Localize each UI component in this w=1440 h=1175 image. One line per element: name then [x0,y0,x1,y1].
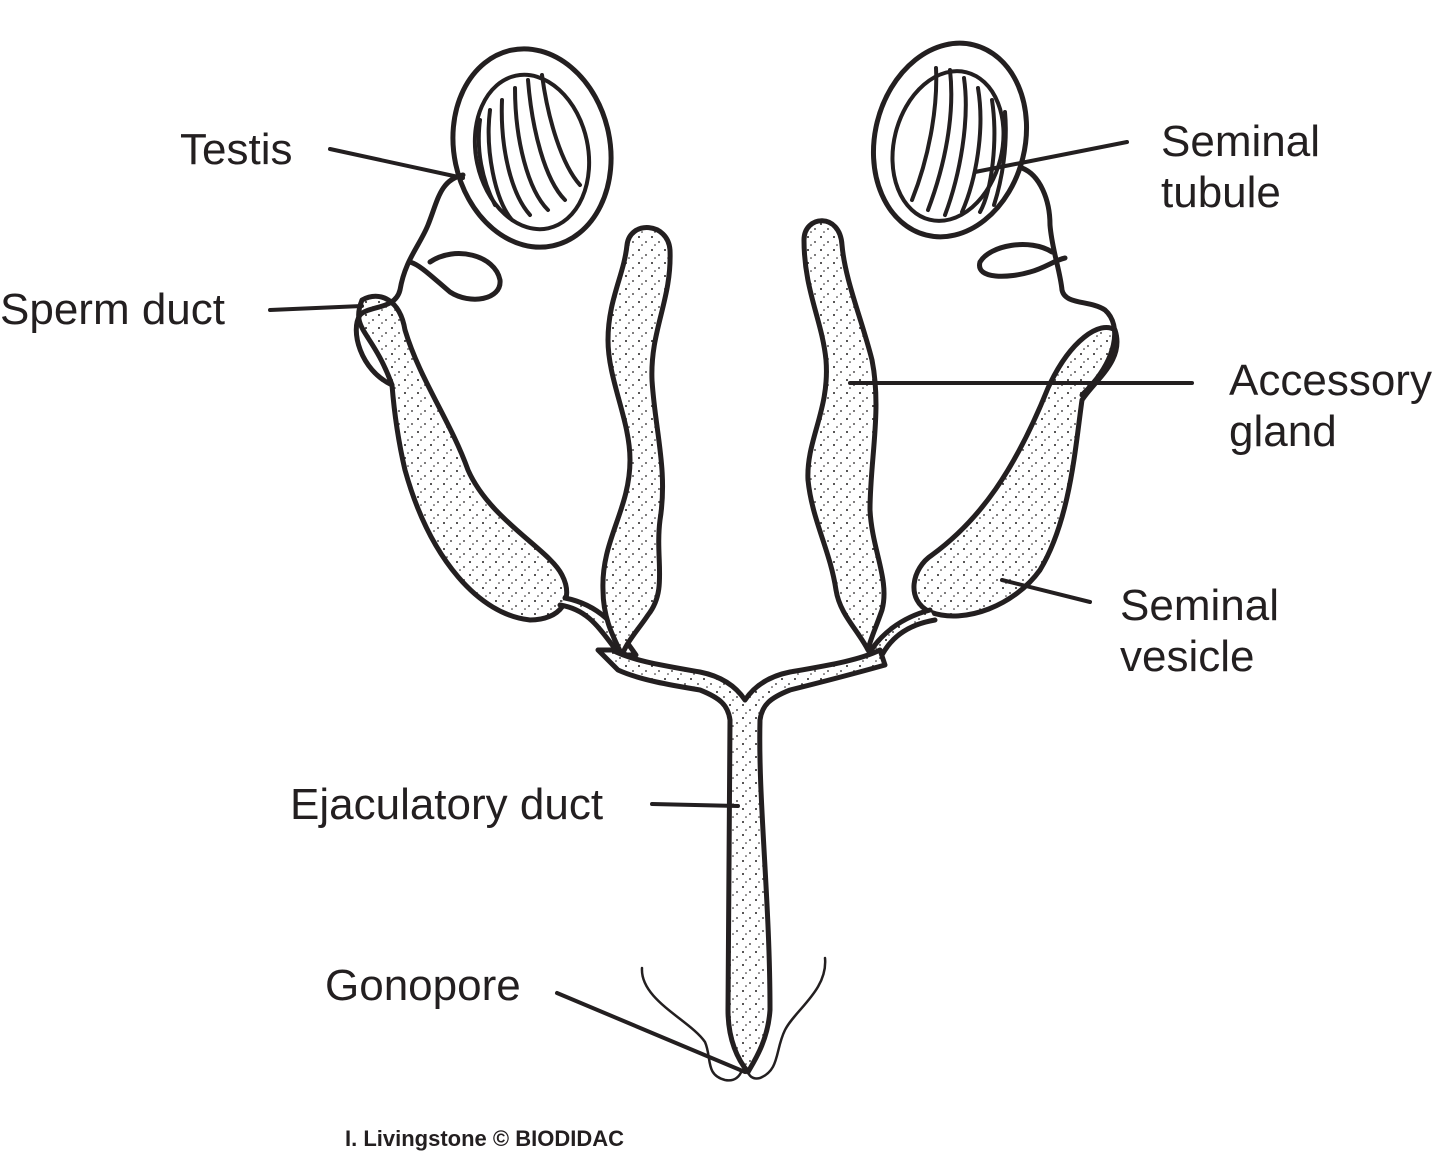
label-seminal-vesicle-line-1: Seminal [1120,581,1279,630]
sperm-duct-right-loop [977,242,1068,279]
sperm-duct-left-loop [407,251,503,302]
label-testis: Testis [180,125,293,174]
label-seminal-vesicle-line-2: vesicle [1120,632,1255,681]
label-seminal-vesicle: Seminal vesicle [1120,580,1279,682]
accessory-gland-right [801,218,887,653]
label-accessory-gland: Accessory gland [1229,355,1432,457]
sperm-duct-left [353,172,466,388]
testis-left-inner [472,72,592,232]
seminal-tubules-left [476,73,582,222]
accessory-gland-left [600,225,673,658]
label-seminal-tubule-line-2: tubule [1161,168,1281,217]
gonopore-lip-right [746,956,827,1080]
sperm-duct-right [1019,165,1118,398]
leader-ejaculatory-duct [650,802,740,808]
seminal-vesicle-left [356,293,570,623]
credit-line: I. Livingstone © BIODIDAC [345,1126,624,1151]
label-ejaculatory-duct: Ejaculatory duct [290,780,604,829]
testis-right-inner [890,69,1006,223]
leader-gonopore [555,991,747,1074]
label-seminal-tubule: Seminal tubule [1161,116,1320,218]
ejaculatory-duct [595,647,888,1075]
seminal-tubules-right [910,66,1008,217]
label-accessory-gland-line-1: Accessory [1229,356,1432,405]
leader-seminal-vesicle [1000,578,1092,604]
leader-testis [328,147,465,180]
leader-seminal-tubule [973,140,1129,174]
leader-sperm-duct [268,304,364,312]
seminal-vesicle-right [911,325,1120,619]
label-gonopore: Gonopore [325,961,521,1010]
label-accessory-gland-line-2: gland [1229,407,1337,456]
label-sperm-duct: Sperm duct [0,285,225,334]
label-seminal-tubule-line-1: Seminal [1161,117,1320,166]
